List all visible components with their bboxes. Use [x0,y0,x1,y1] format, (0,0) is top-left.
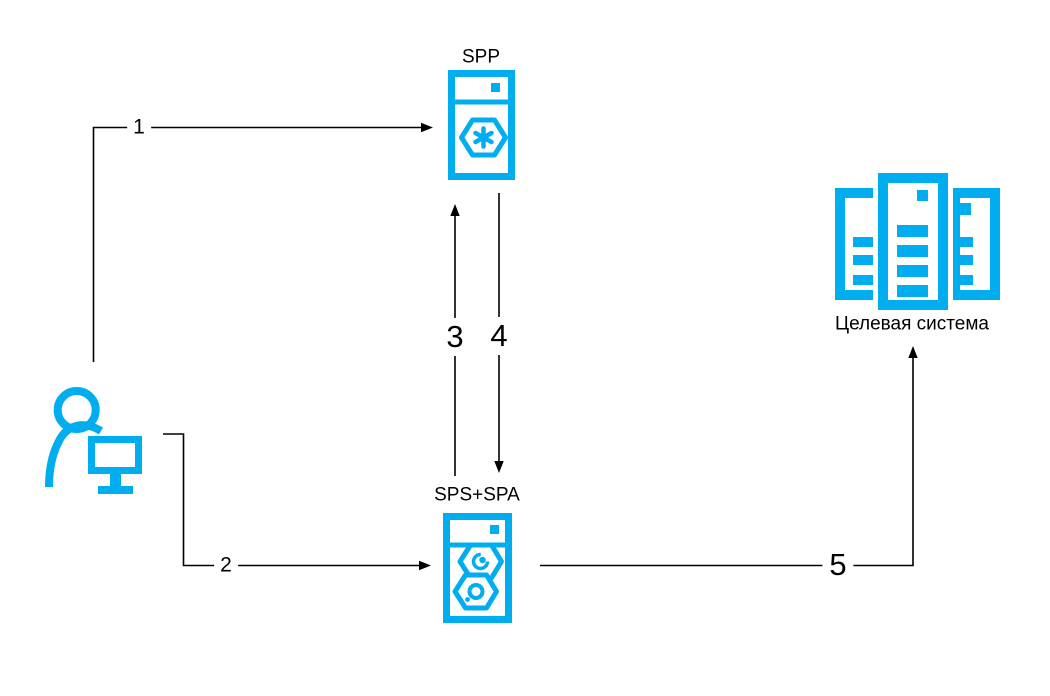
server-led [491,83,500,92]
user-workstation-icon [45,387,142,494]
arrow-2-line [163,433,419,567]
ring-hexagon-icon [452,572,499,611]
arrow-2-head [419,560,431,571]
arrow-2 [163,433,431,571]
sps-spa-node-label: SPS+SPA [434,484,520,506]
spp-node-label: SPP [461,46,501,68]
asterisk-hexagon-icon [459,117,508,158]
center-rack [878,173,948,310]
arrow-5-line [540,358,914,567]
person-icon [45,387,104,488]
arrow-1-head [421,122,433,133]
step-label-1: 1 [127,115,151,139]
arrow-1 [92,122,433,362]
server-led [490,525,499,534]
arrow-4-head [494,461,504,473]
step-label-2: 2 [214,553,238,577]
arrow-1-line [92,126,421,362]
spp-server-icon [448,70,515,180]
step-label-5: 5 [822,545,854,585]
monitor-icon [88,436,142,494]
target-system-icon [835,170,1000,315]
sps-spa-server-icon [443,513,512,623]
arrow-5 [540,346,918,567]
right-rack [942,188,1000,300]
arrow-5-head [908,346,918,358]
step-label-3: 3 [439,317,471,357]
arrow-3-head [450,204,460,216]
target-system-label: Целевая система [835,313,989,335]
step-label-4: 4 [483,316,515,356]
